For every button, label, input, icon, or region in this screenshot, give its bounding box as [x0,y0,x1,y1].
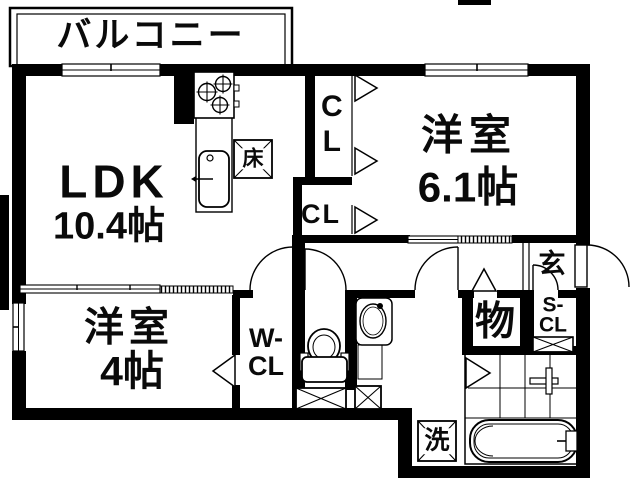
room-ldk-size: 10.4帖 [53,205,165,248]
wall-bottom-right [398,466,590,478]
balcony-label: バルコニー [56,16,246,56]
door-ldk-hall [249,246,294,291]
sink-icon [191,150,230,208]
wall-wcl-left-a [232,295,240,355]
wall-stove-stub [174,70,194,124]
wall-storage-scl [520,290,534,348]
wall-top-mark [458,0,491,5]
wall-hall-bot-d [497,290,533,298]
closet-upper-cl-label: CL [315,90,349,160]
wall-bottom-left [12,408,412,420]
hatch-band-hall [457,235,513,244]
room-western-6-1-name: 洋室 [420,111,518,159]
walk-in-closet-label-line2: CL [248,351,284,382]
door-shoe-closet [532,264,559,291]
slider-ldk-western4 [19,284,161,294]
window-western-6-1 [424,63,529,77]
pipe-space-scl [532,336,574,353]
wall-outside-strip [0,195,9,310]
wall-lower-ext-left [398,408,412,478]
floor-storage-label: 床 [241,147,265,171]
entrance-label: 玄 [538,249,566,280]
room-western-4-name: 洋室 [84,305,174,350]
shoe-closet-label-line2: CL [539,313,567,337]
wall-cl2-left [293,185,302,235]
slider-western61-hall [407,235,459,244]
shower-mixer-icon [529,367,559,395]
genkan-step-lines [522,243,530,290]
fold-door-cl-lower [354,205,379,235]
fold-door-bath [465,356,492,390]
wall-top-c [528,64,590,76]
doors [249,244,630,291]
wall-right-upper [576,64,590,245]
wall-cl2-top [293,177,352,185]
front-door [574,244,630,288]
walk-in-closet-label-line1: W- [249,323,283,354]
room-western-6-1-size: 6.1帖 [417,163,519,211]
wall-bath-top [462,346,576,355]
bathtub-icon [469,419,578,463]
toilet-icon [299,328,350,383]
door-toilet [304,248,347,291]
storage-label: 物 [475,299,515,344]
hatch-band-ldk [159,285,234,294]
wall-hall-top-a [292,235,410,243]
laundry-label: 洗 [423,426,451,455]
wall-wcl-left-b [232,385,240,408]
window-western-4-left [12,302,25,352]
washbasin-icon [355,297,393,380]
wall-hall-bot-b [345,290,415,298]
fold-door-storage [470,267,498,292]
fold-door-wcl [211,353,236,389]
walls [0,0,590,478]
wall-hall-bot-a [233,290,253,298]
windows [12,63,529,352]
bathroom-outline [464,351,578,465]
closet-lower-cl-label: CL [301,199,341,230]
pipe-space-washroom [354,385,382,410]
door-washroom [414,246,459,291]
stove-icon [193,71,240,119]
bath-tile-grid [465,355,577,419]
pipe-space-toilet [295,387,347,410]
wall-toilet-left [292,243,305,408]
wall-left-a [12,64,26,304]
room-ldk-name: LDK [59,155,169,208]
wall-right-lower [576,288,590,478]
fold-door-cl-upper-1 [354,73,379,103]
kitchen-counter [191,71,240,213]
fold-door-cl-upper-2 [354,146,379,176]
window-balcony [61,63,161,77]
wall-hall-bot-e [558,290,576,298]
bathroom [464,351,578,465]
wall-left-b [12,351,26,420]
folding-doors [211,73,498,390]
wall-cl-left [305,72,315,180]
wall-washroom-storage [462,290,473,348]
room-western-4-size: 4帖 [100,348,164,395]
wall-hall-top-b [512,235,576,243]
shoe-closet-label-line1: S- [542,293,564,317]
